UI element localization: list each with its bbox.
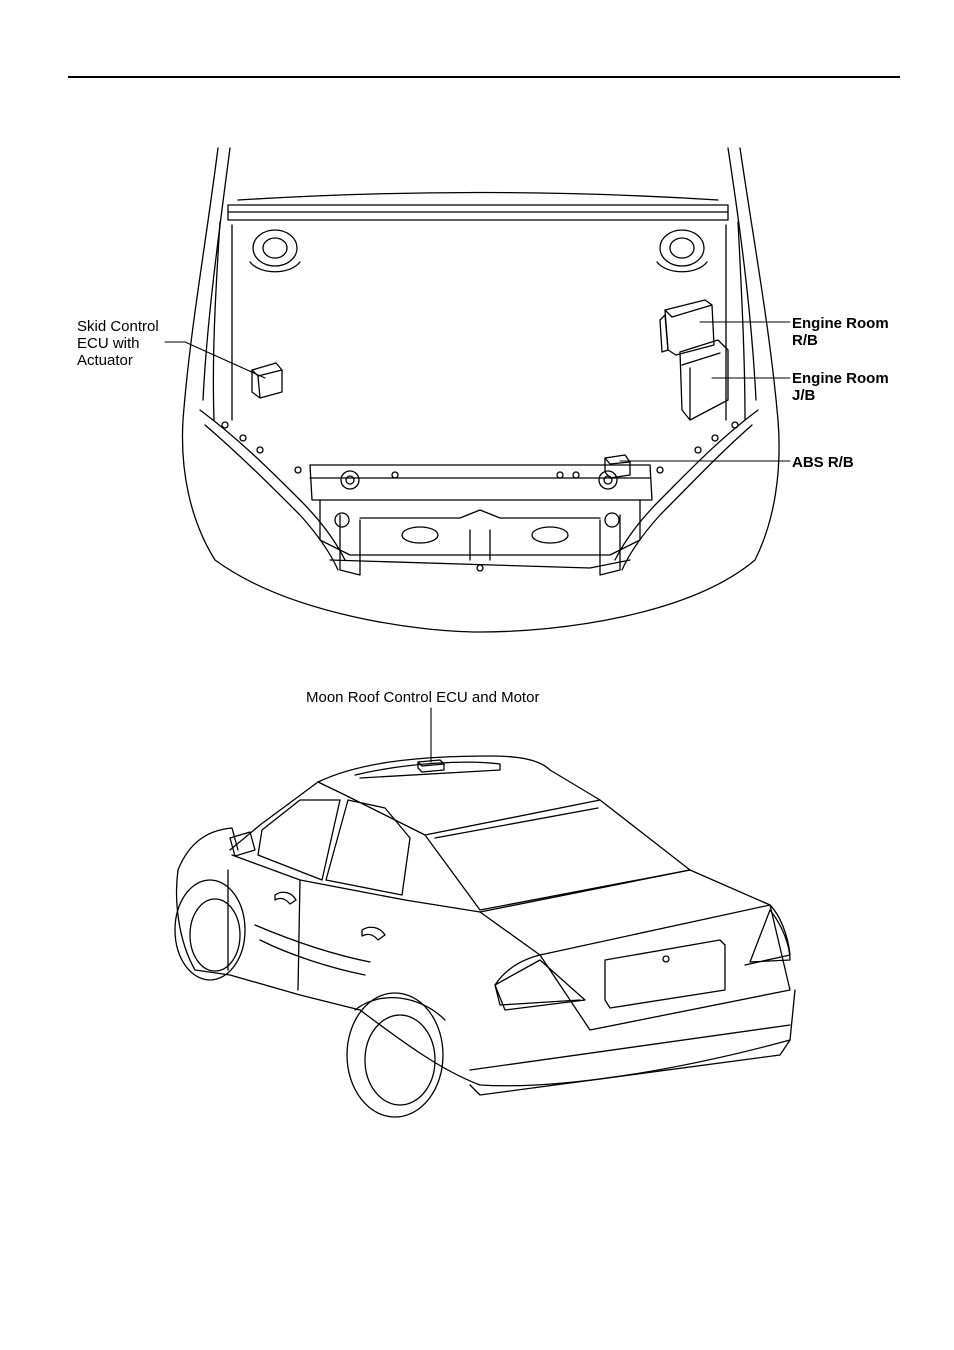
skid-control-line-2: ECU with [77,335,159,352]
engine-room-jb-line-2: J/B [792,387,889,404]
engine-room-jb-label: Engine Room J/B [792,370,889,404]
engine-room-rb-label: Engine Room R/B [792,315,889,349]
vehicle-body [175,756,795,1117]
moon-roof-line-1: Moon Roof Control ECU and Motor [306,689,539,706]
abs-rb-line-1: ABS R/B [792,454,854,471]
abs-rb-label: ABS R/B [792,454,854,471]
engine-room-rb-line-1: Engine Room [792,315,889,332]
engine-room-rb-line-2: R/B [792,332,889,349]
moon-roof-ecu-label: Moon Roof Control ECU and Motor [306,689,539,706]
skid-control-line-1: Skid Control [77,318,159,335]
skid-control-line-3: Actuator [77,352,159,369]
skid-control-ecu-label: Skid Control ECU with Actuator [77,318,159,369]
engine-room-jb-line-1: Engine Room [792,370,889,387]
